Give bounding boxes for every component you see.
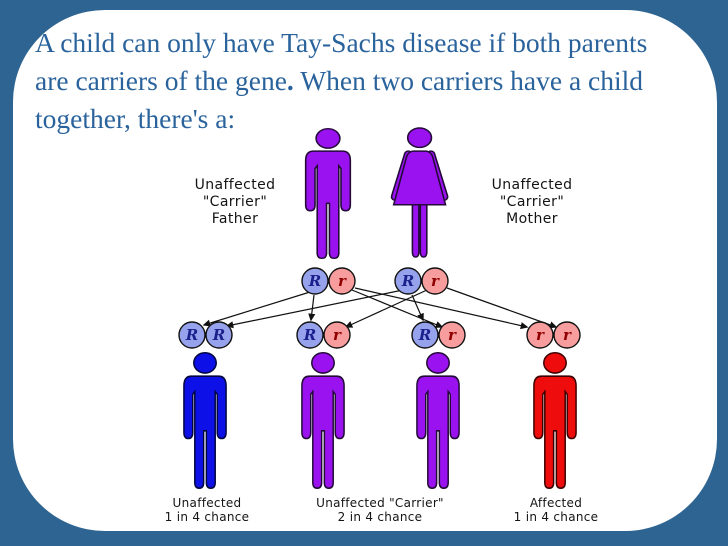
mother-allele-r-circle <box>421 267 449 295</box>
child-4-allele-2-circle <box>553 321 581 349</box>
slide-card <box>13 10 717 531</box>
child-2-allele-1-letter: R <box>303 326 316 344</box>
child-4-person-icon <box>533 351 577 489</box>
child-4-label: Affected 1 in 4 chance <box>513 496 599 524</box>
child-4-allele-1-letter: r <box>536 326 545 344</box>
father-allele-r-letter: r <box>338 272 347 290</box>
title-line-1: A child can only have Tay-Sachs disease … <box>35 27 648 58</box>
father-allele-R-circle <box>301 267 329 295</box>
child-3-person-icon <box>416 351 460 489</box>
child-3-allele-2-circle <box>438 321 466 349</box>
title-line-2: are carriers of the gene. When two carri… <box>35 65 644 96</box>
child-2-allele-2-letter: r <box>333 326 342 344</box>
father-allele-r-circle <box>328 267 356 295</box>
child-1-person-icon <box>183 351 227 489</box>
slide-title: A child can only have Tay-Sachs disease … <box>35 24 705 138</box>
child-3-allele-1-letter: R <box>418 326 431 344</box>
child-2-allele-1-circle <box>296 321 324 349</box>
father-label: Unaffected "Carrier" Father <box>194 177 276 227</box>
child-1-allele-2-letter: R <box>212 326 225 344</box>
mother-allele-R-circle <box>394 267 422 295</box>
child-1-allele-1-circle <box>178 321 206 349</box>
father-allele-R-letter: R <box>308 272 321 290</box>
child-1-allele-2-circle <box>205 321 233 349</box>
child-4-allele-1-circle <box>526 321 554 349</box>
child-4-allele-2-letter: r <box>563 326 572 344</box>
mother-allele-r-letter: r <box>431 272 440 290</box>
child-2-allele-2-circle <box>323 321 351 349</box>
mother-allele-R-letter: R <box>401 272 414 290</box>
inheritance-arrows <box>202 287 558 330</box>
mother-person-icon <box>389 127 450 258</box>
child-2-person-icon <box>301 351 345 489</box>
child-1-allele-1-letter: R <box>185 326 198 344</box>
title-line-3: together, there's a: <box>35 103 236 134</box>
carrier-children-label: Unaffected "Carrier" 2 in 4 chance <box>316 496 444 524</box>
child-3-allele-1-circle <box>411 321 439 349</box>
mother-label: Unaffected "Carrier" Mother <box>491 177 573 227</box>
child-1-label: Unaffected 1 in 4 chance <box>164 496 250 524</box>
child-3-allele-2-letter: r <box>448 326 457 344</box>
